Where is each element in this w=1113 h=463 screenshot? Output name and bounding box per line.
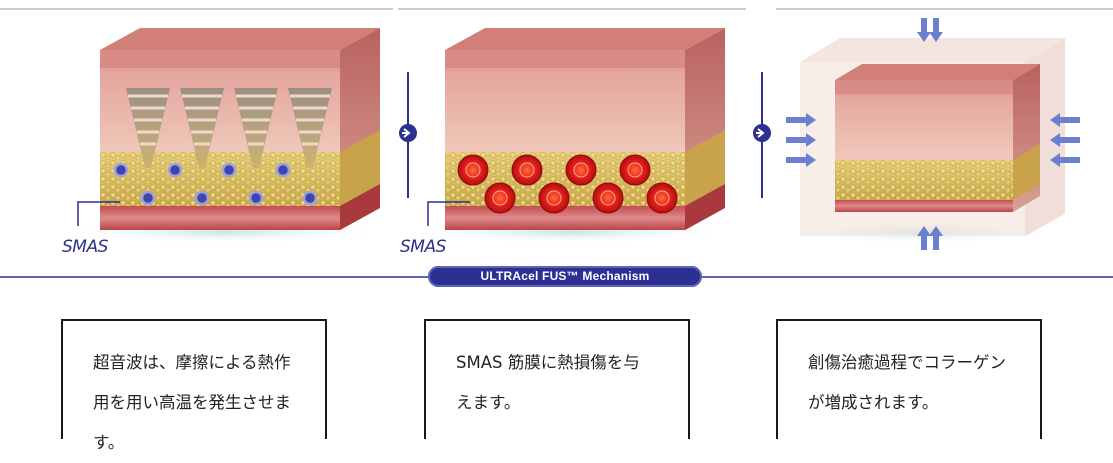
caption-text: SMAS 筋膜に熱損傷を与えます。 <box>456 353 640 412</box>
caption-box-1: 超音波は、摩擦による熱作用を用い高温を発生させます。 <box>61 319 327 452</box>
caption-text: 創傷治癒過程でコラーゲンが増成されます。 <box>808 353 1006 412</box>
caption-text: 超音波は、摩擦による熱作用を用い高温を発生させます。 <box>93 353 291 452</box>
step-arrow-icon <box>753 72 771 198</box>
smas-label: SMAS <box>400 237 446 257</box>
smas-pointer-line <box>427 201 470 226</box>
smas-label: SMAS <box>62 237 108 257</box>
ultrasound-cone <box>126 88 332 168</box>
ultracel-mechanism-diagram <box>0 8 1113 278</box>
panel-3-skin-block <box>780 18 1080 250</box>
mechanism-title-badge: ULTRAcel FUS™ Mechanism <box>428 266 702 287</box>
panel-2-skin-block <box>405 28 735 244</box>
thermal-lesion-markers <box>457 154 678 214</box>
step-arrow-icon <box>399 72 417 198</box>
focal-point-markers <box>113 162 318 206</box>
caption-box-2: SMAS 筋膜に熱損傷を与えます。 <box>424 319 690 439</box>
smas-pointer-line <box>77 201 120 226</box>
panel-1-skin-block <box>60 28 390 244</box>
caption-box-3: 創傷治癒過程でコラーゲンが増成されます。 <box>776 319 1042 439</box>
compression-arrows-icon <box>786 18 1080 250</box>
